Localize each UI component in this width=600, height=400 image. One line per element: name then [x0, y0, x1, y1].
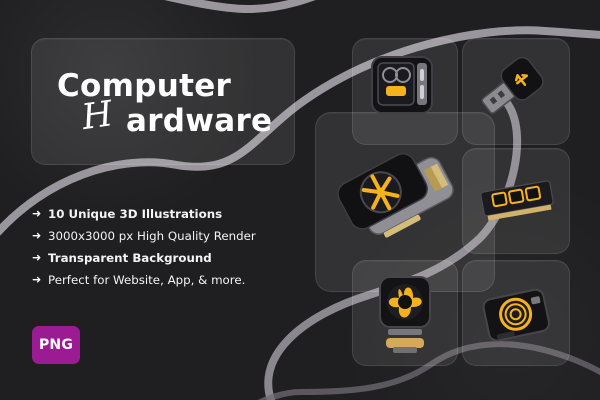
- cpu-cooler-icon: [379, 276, 431, 353]
- feature-item: ➜ 10 Unique 3D Illustrations: [32, 204, 322, 224]
- title-hardware: ardware: [126, 103, 273, 139]
- png-format-badge: PNG: [32, 326, 80, 364]
- power-supply-icon: [482, 288, 551, 342]
- usb-drive-icon: [481, 56, 544, 114]
- arrow-icon: ➜: [32, 251, 42, 264]
- title-computer: Computer: [57, 68, 232, 104]
- pc-case-icon: [371, 56, 433, 114]
- feature-list: ➜ 10 Unique 3D Illustrations ➜ 3000x3000…: [32, 204, 322, 292]
- feature-item: ➜ Perfect for Website, App, & more.: [32, 270, 322, 290]
- feature-text: Transparent Background: [48, 251, 212, 265]
- arrow-icon: ➜: [32, 273, 42, 286]
- png-badge-label: PNG: [38, 337, 74, 353]
- title-script-initial: H: [79, 94, 116, 138]
- feature-item: ➜ 3000x3000 px High Quality Render: [32, 226, 322, 246]
- memory-module-icon: [480, 180, 554, 221]
- arrow-icon: ➜: [32, 229, 42, 242]
- feature-text: 3000x3000 px High Quality Render: [48, 229, 256, 243]
- feature-item: ➜ Transparent Background: [32, 248, 322, 268]
- feature-text: 10 Unique 3D Illustrations: [48, 207, 223, 221]
- feature-text: Perfect for Website, App, & more.: [48, 273, 246, 287]
- graphics-card-icon: [337, 153, 454, 238]
- arrow-icon: ➜: [32, 207, 42, 220]
- title-card: [31, 38, 295, 165]
